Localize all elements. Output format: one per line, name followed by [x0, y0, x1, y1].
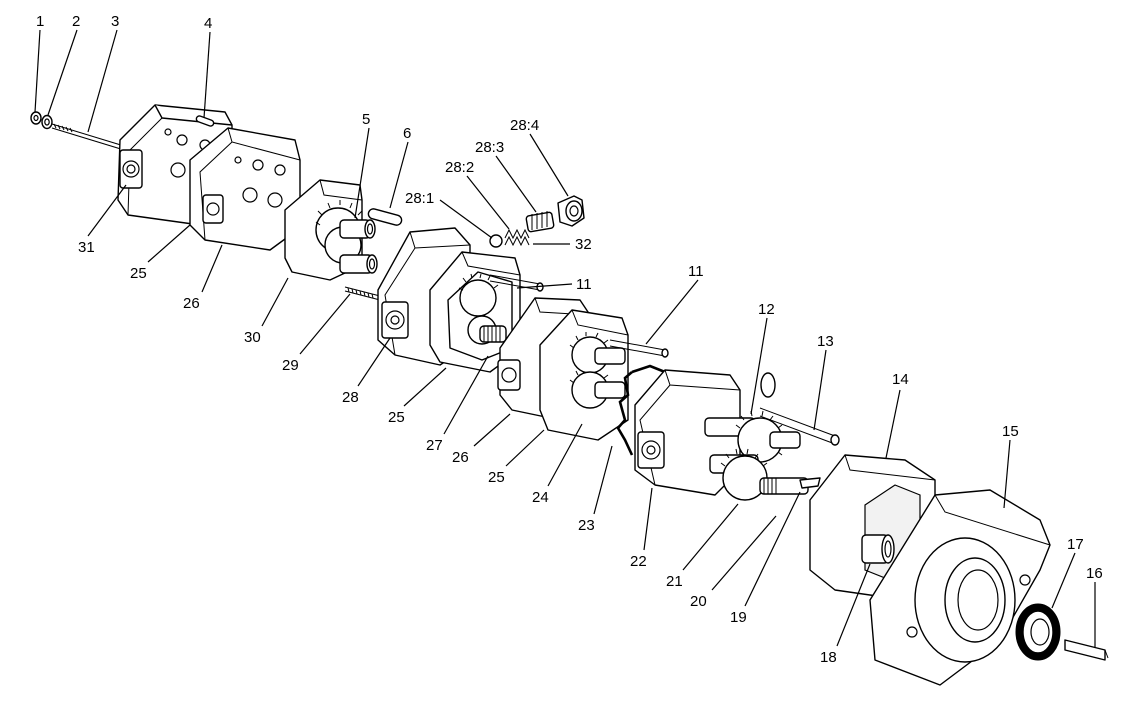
callout-17: 17: [1067, 536, 1084, 553]
part-bushing-18: [861, 534, 895, 564]
callout-28-3: 28:3: [475, 139, 504, 156]
callout-15: 15: [1002, 423, 1019, 440]
part-mounting-flange: [869, 489, 1051, 686]
callout-11a: 11: [576, 276, 592, 293]
callout-32: 32: [575, 236, 592, 253]
callout-28: 28: [342, 389, 359, 406]
callout-16: 16: [1086, 565, 1103, 582]
part-washer: [41, 114, 53, 130]
part-gear-shaft-5: [339, 219, 376, 239]
part-gear-shaft-29: [339, 254, 378, 274]
part-key-19: [799, 477, 821, 489]
callout-1: 1: [36, 13, 44, 30]
callout-22: 22: [630, 553, 647, 570]
part-gear-shafts-24: [594, 347, 626, 399]
callout-3: 3: [111, 13, 119, 30]
callout-4: 4: [204, 15, 212, 32]
part-valve-cap: [557, 195, 585, 227]
callout-24: 24: [532, 489, 549, 506]
part-drive-shaft-27: [479, 325, 507, 343]
part-section-body-1: [189, 127, 301, 251]
callout-20: 20: [690, 593, 707, 610]
callout-12: 12: [758, 301, 775, 318]
callout-19: 19: [730, 609, 747, 626]
part-gear-plate-3: [539, 309, 629, 441]
part-long-rod-11b: [609, 339, 669, 358]
callout-2: 2: [72, 13, 80, 30]
part-valve-spring: [504, 228, 530, 247]
callout-28-2: 28:2: [445, 159, 474, 176]
callout-25a: 25: [130, 265, 147, 282]
callout-28-1: 28:1: [405, 190, 434, 207]
callout-26a: 26: [183, 295, 200, 312]
part-pin-6: [367, 208, 403, 226]
part-drive-gear-12: [704, 410, 801, 463]
part-stud: [344, 286, 381, 301]
callout-27: 27: [426, 437, 443, 454]
part-dowel-pin: [195, 115, 215, 127]
part-seal-23: [616, 364, 666, 456]
leader-lines: [34, 29, 1096, 648]
part-nut: [30, 111, 42, 125]
callout-6: 6: [403, 125, 411, 142]
callout-23: 23: [578, 517, 595, 534]
callout-25c: 25: [488, 469, 505, 486]
callout-31: 31: [78, 239, 95, 256]
callout-29: 29: [282, 357, 299, 374]
callout-30: 30: [244, 329, 261, 346]
callout-14: 14: [892, 371, 909, 388]
callout-labels: 1 2 3 4 5 6 28:4 28:3 28:2 28:1 32 11 11…: [36, 13, 1103, 666]
callout-25b: 25: [388, 409, 405, 426]
callout-18: 18: [820, 649, 837, 666]
part-valve-poppet: [525, 211, 555, 233]
callout-5: 5: [362, 111, 370, 128]
callout-28-4: 28:4: [510, 117, 539, 134]
callout-11b: 11: [688, 263, 704, 280]
callout-26b: 26: [452, 449, 469, 466]
callout-21: 21: [666, 573, 683, 590]
part-key-16: [1064, 639, 1109, 661]
callout-13: 13: [817, 333, 834, 350]
part-valve-ball: [489, 234, 503, 248]
part-driven-gear-21: [709, 448, 768, 501]
part-shaft-seal: [1015, 603, 1061, 661]
part-long-pin-13: [759, 407, 840, 446]
part-long-rod-11a: [489, 274, 544, 292]
